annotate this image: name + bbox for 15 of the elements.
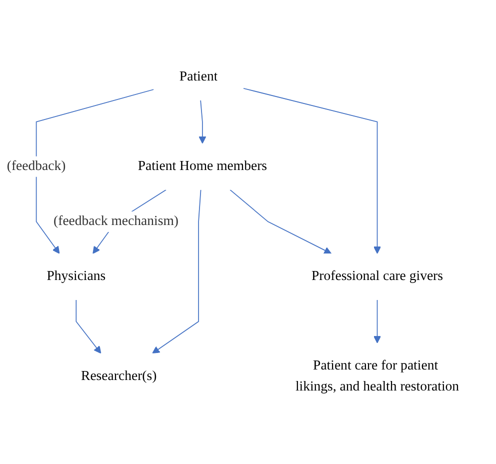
node-text: Physicians [46, 268, 106, 284]
arrow [76, 300, 102, 354]
arrow [243, 88, 382, 254]
arrow [373, 300, 382, 344]
node-text: Patient care for patient likings, and health restoration [295, 358, 460, 394]
node-text: Researcher(s) [81, 368, 157, 384]
node-text: Patient Home members [138, 158, 268, 174]
arrow [152, 189, 202, 354]
node-text: Patient [179, 69, 218, 84]
arrow [36, 89, 154, 254]
edge-label: (feedback mechanism) [54, 214, 179, 229]
arrow [198, 100, 206, 144]
node-text: Professional care givers [312, 268, 444, 284]
edge-label: (feedback) [6, 158, 66, 174]
arrow [230, 189, 332, 254]
